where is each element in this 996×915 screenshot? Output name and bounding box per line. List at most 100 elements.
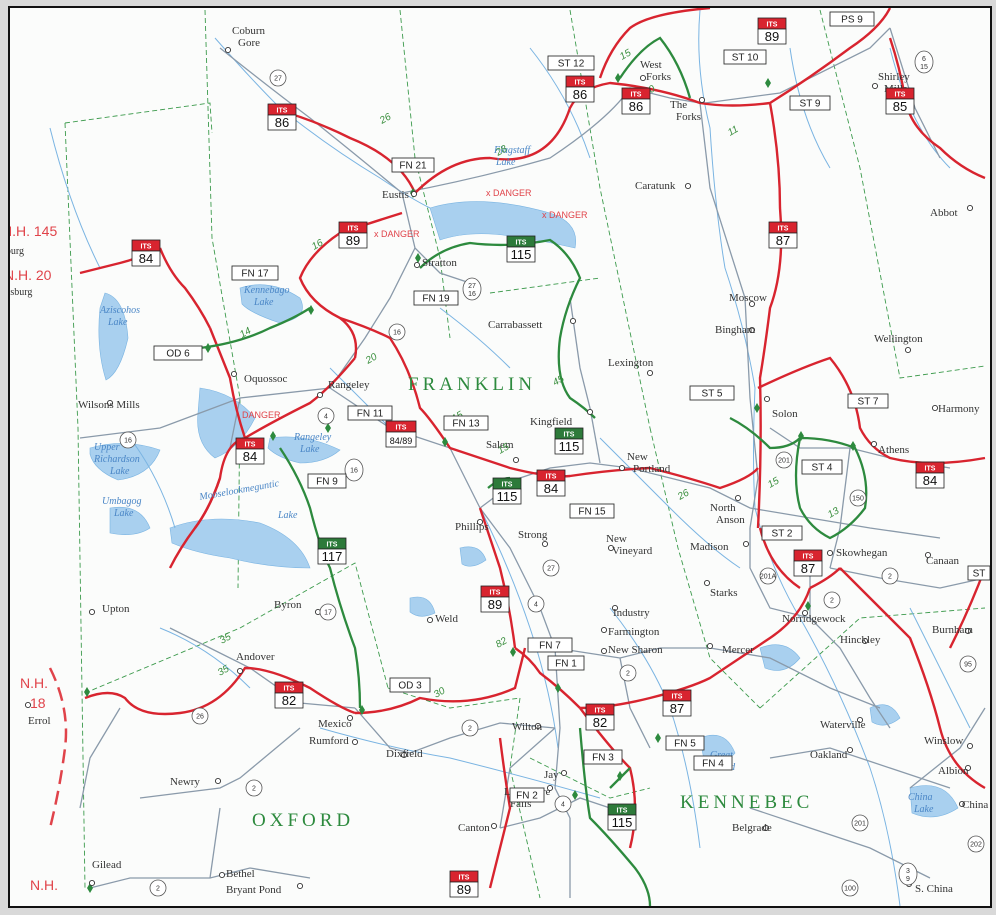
connector-label[interactable]: FN 21: [391, 157, 435, 173]
town-label: Stratton: [422, 257, 457, 269]
town-dot: [801, 609, 809, 617]
trail-number: 26: [377, 111, 393, 127]
town: China: [958, 799, 988, 811]
town: Dixfield: [386, 748, 423, 760]
its-marker-number: 89: [765, 29, 779, 44]
town-dot: [88, 608, 96, 616]
connector-label[interactable]: ST 7: [847, 393, 889, 409]
connector-text: OD 6: [166, 349, 190, 360]
shield-shape: [119, 431, 137, 449]
connector-label[interactable]: ST 5: [689, 385, 735, 401]
connector-label[interactable]: FN 5: [665, 735, 705, 751]
connector-label[interactable]: PS 9: [829, 11, 875, 27]
town-dot: [546, 784, 554, 792]
town: Lexington: [608, 357, 654, 377]
connector-label[interactable]: FN 7: [527, 637, 573, 653]
town-label: Athens: [878, 444, 909, 456]
town: Norridgewock: [782, 609, 846, 625]
connector-text: FN 15: [578, 507, 606, 518]
connector-label[interactable]: FN 4: [693, 755, 733, 771]
its-marker-number: 86: [629, 99, 643, 114]
connector-label[interactable]: FN 2: [509, 787, 545, 803]
connector-label[interactable]: ST 2: [761, 525, 803, 541]
town: Mercer: [706, 642, 754, 656]
region-label: FRANKLIN: [408, 374, 536, 395]
town-dot: [230, 370, 238, 378]
connector-label[interactable]: FN 9: [307, 473, 347, 489]
shield-number: 2: [830, 598, 834, 605]
town-label: Oakland: [810, 749, 848, 761]
town-label: Industry: [613, 607, 650, 619]
its-marker-label: ITS: [516, 240, 527, 247]
connector-label[interactable]: FN 1: [547, 655, 585, 671]
svg-text:N.H. 20: N.H. 20: [10, 267, 52, 283]
highway-shield: 201: [775, 451, 793, 469]
town-dot: [607, 544, 615, 552]
town-dot: [734, 494, 742, 502]
town-dot: [236, 667, 244, 675]
connector-label[interactable]: ST 10: [723, 49, 767, 65]
town-dot: [476, 518, 484, 526]
its-marker-bottom: [565, 86, 595, 103]
connector-label[interactable]: FN 3: [583, 749, 623, 765]
snowmobile-trail-map[interactable]: FRANKLIN OXFORD KENNEBEC N.H. 145 sburg …: [10, 8, 990, 906]
connector-label[interactable]: ST: [967, 565, 990, 581]
town-label: Madison: [690, 541, 729, 553]
connector-text: FN 4: [702, 759, 724, 770]
shield-number: 2: [156, 886, 160, 893]
highway-shield: 16: [388, 323, 406, 341]
connector-label[interactable]: ST 9: [789, 95, 831, 111]
svg-text:Umbagog: Umbagog: [102, 496, 141, 507]
highway-shield: 4: [527, 595, 545, 613]
its-marker-bottom: [338, 232, 368, 249]
shield-number: 4: [561, 802, 565, 809]
town-dot: [646, 369, 654, 377]
its-marker-bottom: [915, 472, 945, 489]
connector-label[interactable]: FN 15: [569, 503, 615, 519]
shield-number: 16: [124, 438, 132, 445]
connector-label[interactable]: FN 19: [413, 290, 459, 306]
connector-label[interactable]: OD 6: [153, 345, 203, 361]
svg-text:Upper: Upper: [94, 442, 120, 453]
town-dot: [748, 300, 756, 308]
connector-label[interactable]: ST 12: [547, 55, 595, 71]
town: Industry: [611, 604, 650, 619]
town-label: Burnham: [932, 624, 973, 636]
town: Starks: [703, 579, 738, 599]
region-label: OXFORD: [252, 810, 354, 831]
connector-text: OD 3: [398, 681, 422, 692]
shield-shape: [317, 407, 335, 425]
town-label: Forks: [646, 71, 671, 83]
connector-label[interactable]: OD 3: [389, 677, 431, 693]
town-dot: [512, 456, 520, 464]
town-label: Strong: [518, 529, 548, 541]
connector-label[interactable]: FN 13: [443, 415, 489, 431]
connector-label[interactable]: ST 4: [801, 459, 843, 475]
connector-label[interactable]: FN 17: [231, 265, 279, 281]
connector-text: ST 9: [800, 99, 821, 110]
connector-label[interactable]: FN 11: [347, 405, 393, 421]
